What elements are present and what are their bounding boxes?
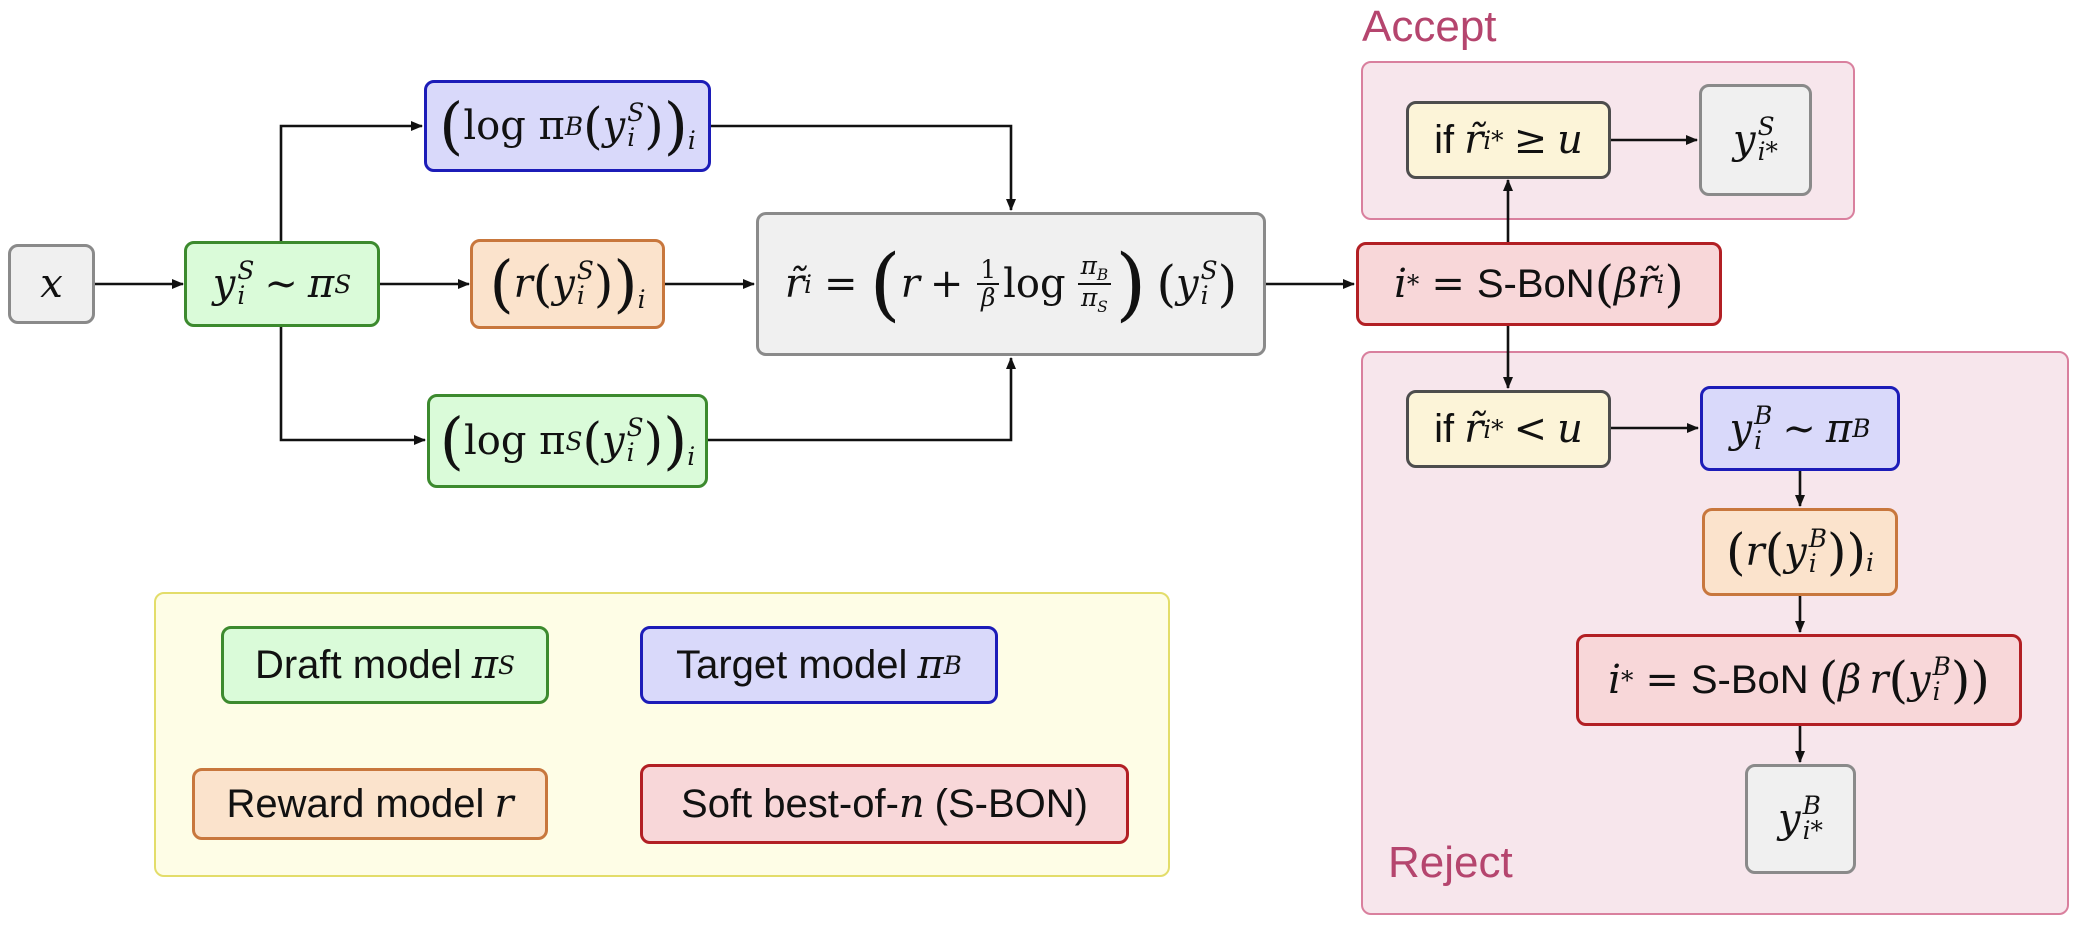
if-accept-node: if r̃i* ≥ u (1406, 101, 1611, 179)
arrow-logps-to-tilde (708, 357, 1016, 442)
arrow-logpb-to-tilde (711, 124, 1016, 211)
legend-sbon: Soft best-of- n (S-BON) (640, 764, 1129, 844)
if-reject-node: if r̃i* < u (1406, 390, 1611, 468)
input-x-node: x (8, 244, 95, 324)
arrow-draft-to-logps (279, 326, 426, 445)
legend-reward-model: Reward model r (192, 768, 548, 840)
arrow-draft-to-logpb (279, 121, 423, 242)
reject-label: Reject (1388, 838, 1513, 887)
accept-label: Accept (1362, 2, 1497, 51)
